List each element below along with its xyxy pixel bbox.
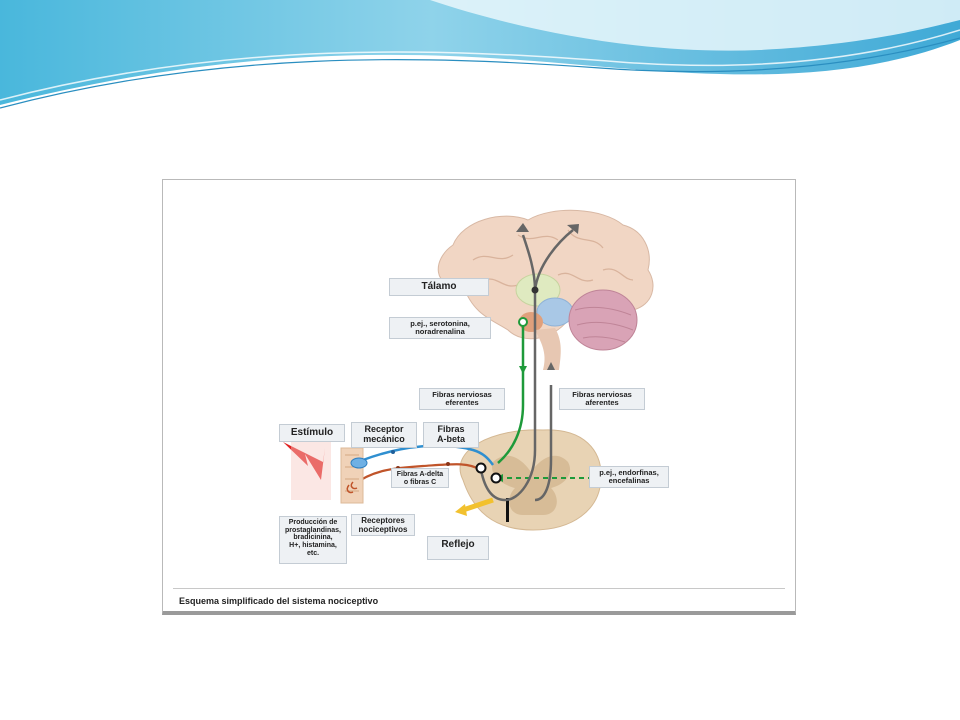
efferent-synapse — [518, 317, 528, 327]
reflex-arrowhead — [455, 504, 467, 516]
adelta-fiber — [352, 463, 482, 486]
mechanical-receptor — [350, 457, 368, 469]
wave-line-2 — [0, 29, 960, 101]
label-reflejo: Reflejo — [427, 536, 489, 560]
label-receptor-mecanico: Receptor mecánico — [351, 422, 417, 448]
adelta-node-2 — [446, 462, 450, 466]
label-produccion: Producción de prostaglandinas, bradicini… — [279, 516, 347, 564]
brain-folds — [472, 229, 634, 287]
nociceptive-diagram — [283, 209, 654, 531]
afferent-return-loop — [534, 385, 553, 502]
brainstem — [535, 328, 561, 370]
stimulus-lightning-icon — [283, 442, 325, 480]
label-fibras-abeta: Fibras A-beta — [423, 422, 479, 448]
skin-layers — [345, 454, 359, 492]
skin-block — [340, 447, 364, 504]
figure-panel: Tálamo p.ej., serotonina, noradrenalina … — [162, 179, 796, 615]
slide-header-wave — [0, 0, 960, 109]
label-endorfinas: p.ej., endorfinas, encefalinas — [589, 466, 669, 488]
label-estimulo: Estímulo — [279, 424, 345, 442]
afferent-pathway-right — [533, 229, 574, 291]
afferent-arrowhead-left — [516, 223, 529, 232]
afferent-arrowhead-mid — [547, 362, 555, 370]
cerebellum — [568, 289, 638, 351]
pons-region — [519, 312, 543, 332]
label-receptores-nociceptivos: Receptores nociceptivos — [351, 514, 415, 536]
efferent-pathway — [497, 320, 525, 464]
abeta-node-1 — [391, 450, 395, 454]
wave-line-1 — [0, 37, 960, 109]
afferent-arrowhead-right — [567, 224, 579, 234]
afferent-pathway-left — [479, 234, 537, 502]
label-fibras-eferentes: Fibras nerviosas eferentes — [419, 388, 505, 410]
spinal-synapse-1 — [475, 462, 487, 474]
caption-divider — [173, 588, 785, 589]
figure-caption: Esquema simplificado del sistema nocicep… — [179, 596, 379, 606]
label-serotonina: p.ej., serotonina, noradrenalina — [389, 317, 491, 339]
nociceptor-endings — [346, 481, 358, 494]
central-canal — [506, 498, 509, 522]
cerebellum-folds — [574, 307, 634, 343]
reflex-pathway — [462, 497, 494, 513]
spinal-synapse-2 — [490, 472, 502, 484]
label-talamo: Tálamo — [389, 278, 489, 296]
stimulus-glow — [291, 442, 331, 500]
thalamus-synapse — [531, 286, 539, 294]
label-fibras-aferentes: Fibras nerviosas aferentes — [559, 388, 645, 410]
wave-highlight — [430, 0, 960, 51]
efferent-arrowhead — [519, 366, 527, 374]
label-fibras-adelta: Fibras A-delta o fibras C — [391, 468, 449, 488]
